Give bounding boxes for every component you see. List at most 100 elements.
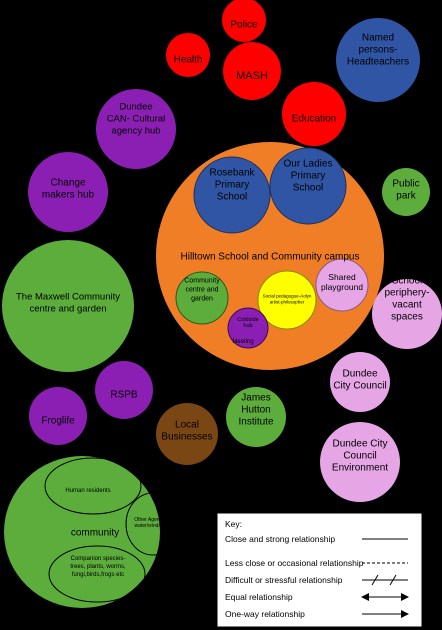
education-node [282, 82, 346, 146]
school-periphery-node [372, 279, 442, 349]
local-businesses-label: Local [175, 420, 199, 431]
key-title: Key: [225, 519, 242, 529]
school-periphery-label: vacant [392, 300, 422, 311]
key-stress-tick [389, 574, 397, 586]
health-node [166, 33, 210, 77]
companion-species-label: fungi,birds,frogs etc [72, 572, 124, 578]
james-hutton-label: James [241, 393, 270, 404]
police-node [222, 0, 266, 42]
dundee-council-label: City Council [333, 381, 386, 392]
school-periphery-label: periphery- [384, 288, 429, 299]
other-agents-label: water/wind/air etc [135, 523, 174, 529]
community-node [4, 456, 160, 608]
key-box [216, 512, 423, 628]
social-pedagogue-label: artist-philosopher [270, 300, 305, 305]
dundee-council-label: Dundee [342, 369, 377, 380]
school-periphery-label: spaces [391, 312, 423, 323]
public-park-label: park [396, 191, 416, 202]
named-persons-label: Named [362, 33, 394, 44]
link-education-named [339, 89, 350, 99]
froglife-label: Froglife [41, 416, 75, 427]
dundee-can-label: CAN- Cultural [107, 113, 166, 124]
coldside-label: Coldside [237, 317, 258, 323]
rspb-node [95, 361, 153, 419]
key-item-label: Close and strong relationship [225, 534, 335, 544]
school-periphery-label: School [392, 276, 423, 287]
froglife-node [29, 387, 87, 445]
mash-node [223, 42, 281, 100]
our-ladies-node [269, 147, 347, 225]
social-pedagogue-node [257, 270, 317, 330]
link-can-hilltown [175, 147, 191, 159]
our-ladies-label: School [293, 183, 324, 194]
coldside-node [227, 307, 269, 349]
health-label: Health [174, 55, 203, 66]
change-makers-label: Change [50, 178, 85, 189]
james-hutton-label: Hutton [241, 405, 270, 416]
dundee-can-label: Dundee [119, 101, 152, 112]
rspb-label: RSPB [110, 390, 138, 401]
dundee-env-node [320, 422, 400, 502]
mash-label: MASH [236, 70, 268, 82]
social-pedagogue-label: Social pedagogue-Aolyn [263, 294, 312, 299]
rosebank-label: Primary [215, 180, 249, 191]
dundee-env-label: Dundee City [332, 439, 387, 450]
dundee-env-label: Environment [332, 463, 388, 474]
community-centre-label: centre and [185, 286, 218, 293]
change-makers-node [28, 152, 108, 232]
named-persons-label: Headteachers [347, 57, 409, 68]
link-periphery-council [377, 344, 393, 361]
james-hutton-label: Institute [238, 417, 273, 428]
link-changemakers-hilltown [147, 211, 161, 221]
companion-species-label: trees, plants, worms, [70, 564, 126, 570]
human-residents-node [44, 457, 142, 515]
key-item-label: One-way relationship [225, 609, 305, 619]
public-park-label: Public [392, 179, 419, 190]
dundee-council-node [330, 352, 390, 412]
our-ladies-label: Primary [291, 171, 325, 182]
rosebank-label: Rosebank [209, 168, 255, 179]
maxwell-node [2, 240, 134, 372]
rosebank-node [193, 156, 271, 234]
named-persons-node [336, 18, 420, 102]
key-item-label: Equal relationship [225, 592, 293, 602]
dundee-can-label: agency hub [111, 125, 160, 136]
local-businesses-label: Businesses [161, 432, 212, 443]
key-item-label: Difficult or stressful relationship [225, 575, 343, 585]
key-stress-tick [371, 574, 379, 586]
our-ladies-label: Our Ladies [284, 159, 333, 170]
other-agents-label: Other Agents soil/ [134, 517, 174, 523]
maxwell-label: centre and garden [29, 303, 106, 314]
companion-species-node [48, 545, 146, 603]
human-residents-label: Human residents [65, 488, 110, 494]
maxwell-label: The Maxwell Community [16, 291, 120, 302]
named-persons-label: persons- [359, 45, 398, 56]
police-label: Police [230, 20, 258, 31]
shared-playground-node [315, 258, 369, 312]
other-agents-node [125, 492, 181, 556]
companion-species-label: Companion species- [71, 556, 126, 562]
dundee-can-node [96, 89, 176, 169]
community-centre-label: garden [191, 295, 213, 302]
dundee-env-label: Council [343, 451, 376, 462]
community-centre-node [175, 271, 229, 325]
james-hutton-node [226, 387, 286, 447]
community-label: community [71, 528, 119, 539]
meeting-label: Meeting [232, 339, 253, 345]
community-centre-label: Community [184, 277, 220, 284]
local-businesses-node [156, 403, 218, 465]
link-maxwell-communitycentre [132, 311, 177, 316]
coldside-label: hub [243, 323, 252, 329]
link-mash-education [274, 84, 291, 99]
education-label: Education [292, 114, 336, 125]
public-park-node [382, 168, 430, 216]
shared-playground-label: Shared [328, 272, 356, 282]
rosebank-label: School [217, 192, 248, 203]
key-item-label: Less close or occasional relationship [225, 558, 364, 568]
hilltown-label: Hilltown School and Community campus [181, 252, 360, 263]
change-makers-label: makers hub [42, 190, 95, 201]
link-health-mash [209, 54, 227, 63]
shared-playground-label: playground [321, 282, 363, 292]
